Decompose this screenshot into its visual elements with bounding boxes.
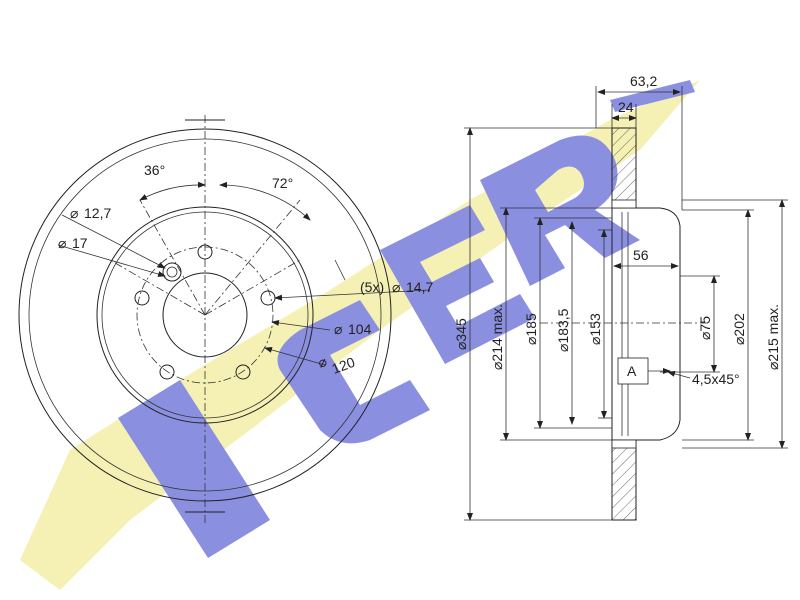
disc-thickness-label: 24 <box>618 99 634 115</box>
hat-depth-label: 56 <box>633 247 649 263</box>
diam-183-5-label: ⌀183,5 <box>555 308 571 352</box>
circle-104-label: 104 <box>348 321 372 337</box>
diam-185-label: ⌀185 <box>523 313 539 345</box>
chamfer-label: 4,5x45° <box>692 371 740 387</box>
bolt-hole <box>260 290 276 306</box>
diam-215-label: ⌀215 max. <box>765 304 781 370</box>
bolt-hole <box>235 364 251 380</box>
hole-diam-17-label: 17 <box>72 235 88 251</box>
angle-36-label: 36° <box>144 162 165 178</box>
bolt-count-label: (5x) <box>360 279 384 295</box>
diam-symbol: ⌀ <box>334 321 342 337</box>
diam-75-label: ⌀75 <box>697 316 713 340</box>
diam-symbol: ⌀ <box>392 279 400 295</box>
icer-logo-watermark <box>20 80 700 590</box>
bolt-hole-diam-label: 14,7 <box>406 279 433 295</box>
locating-hole-inner <box>166 266 178 278</box>
front-view: 36° 72° ⌀ 12,7 ⌀ 17 (5x) ⌀ 14,7 ⌀ 104 ⌀ … <box>18 115 433 525</box>
friction-ring-lower-section <box>611 439 637 521</box>
locating-hole-outer <box>162 262 182 282</box>
bolt-circle-dashed <box>136 246 274 384</box>
side-section-view: 63,2 24 56 ⌀345 ⌀214 max. ⌀185 ⌀183,5 ⌀1… <box>453 73 788 521</box>
diam-345-label: ⌀345 <box>453 318 469 350</box>
diam-153-label: ⌀153 <box>587 313 603 345</box>
hole-diam-12-7-label: 12,7 <box>84 205 111 221</box>
marker-a-label: A <box>627 363 637 379</box>
angle-72-label: 72° <box>272 175 293 191</box>
diam-symbol: ⌀ <box>70 205 78 221</box>
circle-120-label: 120 <box>330 354 358 377</box>
logo-blue-letters <box>118 80 695 558</box>
bolt-hole <box>134 290 150 306</box>
diam-symbol: ⌀ <box>58 235 66 251</box>
bolt-hole <box>159 364 175 380</box>
overall-width-label: 63,2 <box>630 73 657 89</box>
diam-214-label: ⌀214 max. <box>489 304 505 370</box>
friction-ring-upper-section <box>611 127 637 209</box>
diam-202-label: ⌀202 <box>731 313 747 345</box>
